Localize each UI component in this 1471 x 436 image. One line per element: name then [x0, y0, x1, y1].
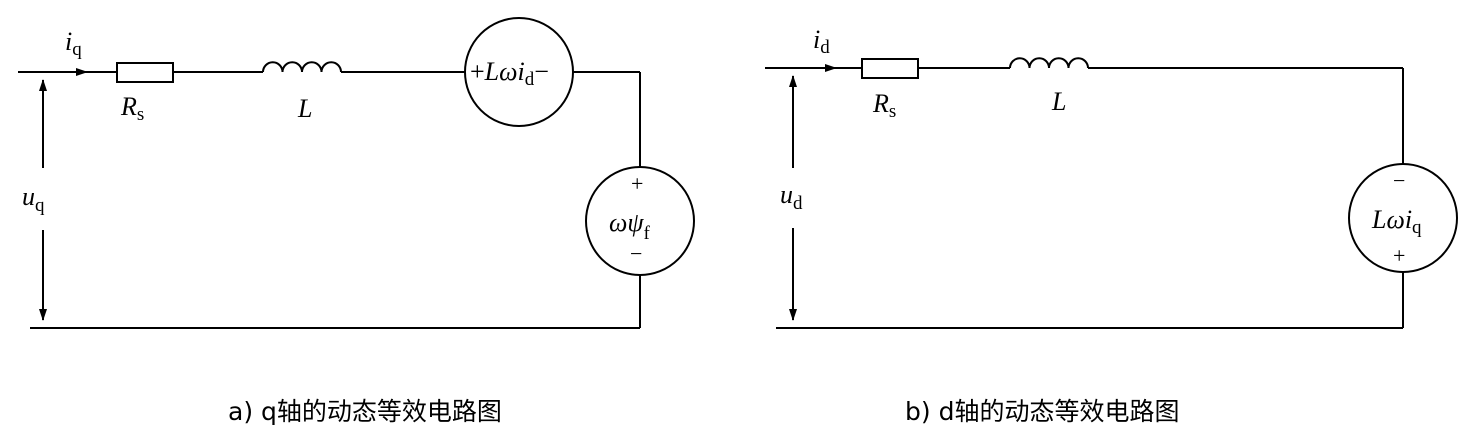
q-resistor [116, 62, 174, 83]
d-inductor [1009, 57, 1089, 69]
q-inductor [262, 61, 342, 73]
d-resistor [861, 58, 919, 79]
d-axis-circuit: id Rs L ud − Lωiq + b) d轴的动态等效电路图 [765, 25, 1458, 426]
q-resistor-label: Rs [120, 92, 144, 125]
q-voltage-label: uq [22, 182, 45, 216]
q-current-label: iq [65, 27, 82, 60]
q-source2-plus: + [631, 171, 643, 196]
d-inductor-label: L [1051, 87, 1066, 116]
q-source2-minus: − [630, 241, 642, 266]
q-source2-label: ωψf [609, 208, 651, 244]
d-source-minus: − [1393, 168, 1405, 193]
d-current-label: id [813, 25, 830, 58]
d-resistor-label: Rs [872, 89, 896, 122]
q-inductor-label: L [297, 94, 312, 123]
d-source-label: Lωiq [1371, 205, 1422, 238]
d-voltage-label: ud [780, 180, 803, 214]
d-caption: b) d轴的动态等效电路图 [905, 397, 1179, 426]
q-caption: a) q轴的动态等效电路图 [228, 397, 502, 426]
q-axis-circuit: iq Rs L uq +Lωid− + ωψf − a) q轴的动态等效电路图 [18, 17, 695, 426]
q-source1-label: +Lωid− [470, 57, 549, 90]
d-source-plus: + [1393, 243, 1405, 268]
